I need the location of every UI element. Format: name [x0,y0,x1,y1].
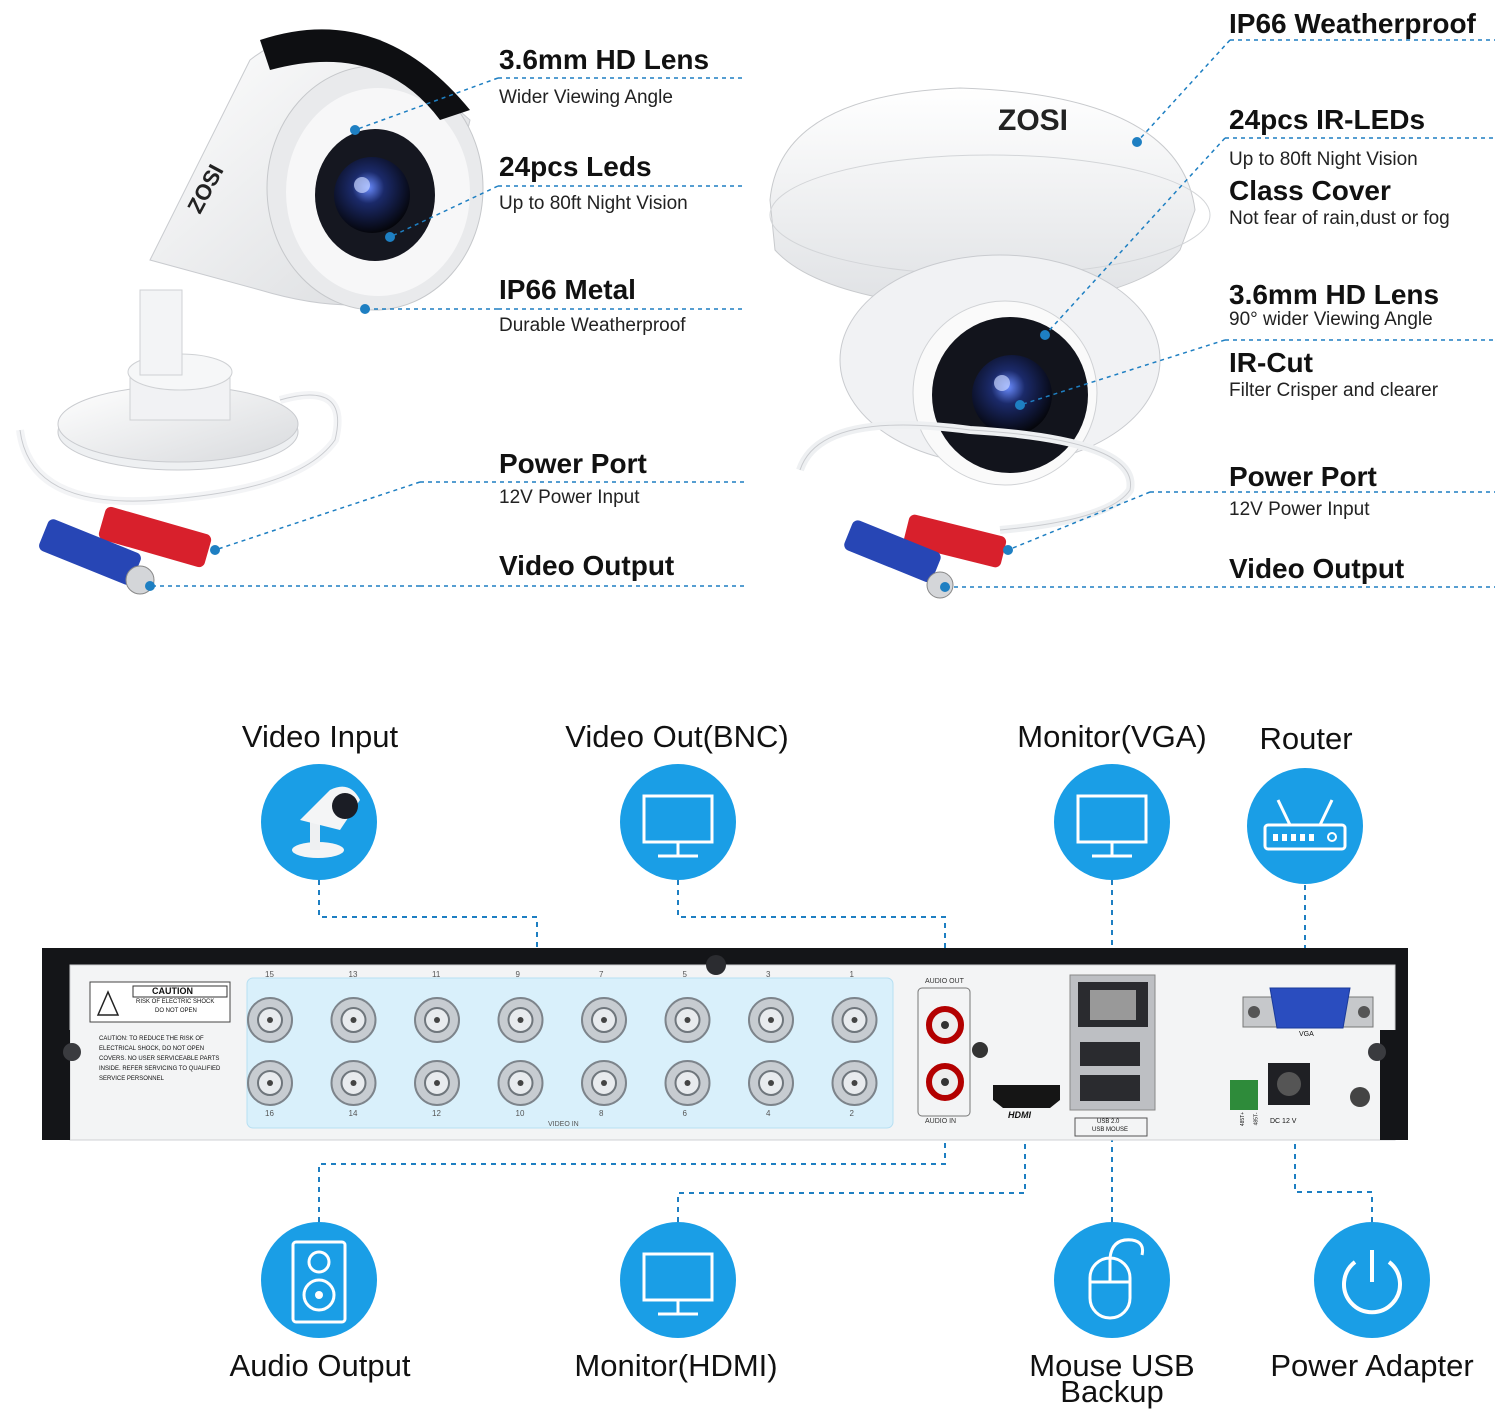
bnc-connector-pin [601,1080,607,1086]
mouse-icon [1054,1222,1170,1338]
dc-label: DC 12 V [1270,1118,1297,1125]
bnc-channel-number: 6 [682,1109,687,1118]
callout-lines [150,39,1495,588]
bnc-connector-pin [267,1017,273,1023]
label-backup: Backup [1060,1374,1164,1409]
dome-irled-title: 24pcs IR-LEDs [1229,104,1426,135]
bnc-channel-number: 14 [348,1109,358,1118]
dome-lens-subtitle: 90° wider Viewing Angle [1229,309,1433,330]
caution-text: CAUTION: TO REDUCE THE RISK OF ELECTRICA… [99,1034,244,1084]
bullet-power-subtitle: 12V Power Input [499,487,640,508]
label-audio-output: Audio Output [229,1348,411,1383]
bnc-connector-pin [350,1017,357,1023]
bnc-channel-number: 9 [515,970,520,979]
rs485-minus-label: 485T- [1253,1112,1260,1126]
bnc-connector-pin [434,1080,440,1086]
bullet-leds-subtitle: Up to 80ft Night Vision [499,193,688,214]
dome-power-subtitle: 12V Power Input [1229,499,1370,520]
caution-title: CAUTION [152,986,193,996]
dome-irled-subtitle: Up to 80ft Night Vision [1229,149,1418,170]
dome-brand-logo: ZOSI [998,104,1068,137]
caution-text-line: ELECTRICAL SHOCK, DO NOT OPEN [99,1046,205,1052]
dome-power-title: Power Port [1229,461,1377,492]
video-in-label: VIDEO IN [548,1121,579,1128]
bnc-channel-number: 16 [265,1109,274,1118]
speaker-icon [261,1222,377,1338]
label-monitor-hdmi: Monitor(HDMI) [574,1348,778,1383]
hdmi-label: HDMI [1008,1110,1031,1120]
dome-cover-title: Class Cover [1229,175,1391,206]
bullet-camera: ZOSI [16,29,484,595]
caution-text-line: INSIDE. REFER SERVICING TO QUALIFIED [99,1066,221,1072]
bullet-metal-subtitle: Durable Weatherproof [499,315,686,336]
label-router: Router [1259,721,1353,756]
bullet-lens-subtitle: Wider Viewing Angle [499,87,673,108]
bnc-connector-pin [684,1080,691,1086]
bnc-connector-pin [768,1017,774,1023]
bnc-channel-number: 3 [766,970,771,979]
bnc-channel-number: 5 [682,970,687,979]
bnc-connector-pin [517,1017,524,1023]
bnc-connector-pin [267,1080,273,1086]
video-input-icon [261,764,377,880]
usb-label-1: USB 2.0 [1097,1119,1120,1125]
dvr-back-panel [42,948,1408,1141]
bnc-connector-pin [350,1080,357,1086]
bullet-leds-title: 24pcs Leds [499,151,652,182]
caution-text-line: COVERS. NO USER SERVICEABLE PARTS [99,1056,220,1062]
bullet-power-title: Power Port [499,448,647,479]
bnc-connector-pin [684,1017,691,1023]
label-monitor-vga: Monitor(VGA) [1017,719,1207,754]
monitor-hdmi-icon [620,1222,736,1338]
bullet-lens-title: 3.6mm HD Lens [499,44,710,75]
dome-ircut-subtitle: Filter Crisper and clearer [1229,380,1439,401]
bnc-channel-number: 8 [599,1109,604,1118]
bnc-channel-number: 12 [432,1109,441,1118]
bullet-metal-title: IP66 Metal [499,274,636,305]
bnc-connector-pin [601,1017,607,1023]
label-video-out-bnc: Video Out(BNC) [565,719,789,754]
dome-lens-title: 3.6mm HD Lens [1229,279,1440,310]
bullet-video-title: Video Output [499,550,675,581]
bnc-channel-number: 7 [599,970,604,979]
bnc-connectors [247,997,878,1106]
bnc-channel-number: 2 [849,1109,854,1118]
caution-line2: DO NOT OPEN [155,1008,197,1014]
caution-line1: RISK OF ELECTRIC SHOCK [136,999,215,1005]
dome-video-title: Video Output [1229,553,1405,584]
dome-camera: ZOSI [769,87,1211,599]
dome-weather-title: IP66 Weatherproof [1229,8,1476,39]
bnc-channel-number: 15 [265,970,274,979]
caution-text-line: SERVICE PERSONNEL [99,1076,164,1082]
router-icon [1247,768,1363,884]
bnc-channel-number: 1 [849,970,854,979]
audio-in-label: AUDIO IN [925,1118,957,1125]
bnc-channel-number: 11 [432,970,441,979]
audio-out-label: AUDIO OUT [925,978,964,985]
bnc-connector-pin [517,1080,524,1086]
rs485-plus-label: 485T+ [1240,1111,1247,1127]
dome-cover-subtitle: Not fear of rain,dust or fog [1229,208,1450,229]
dome-ircut-title: IR-Cut [1229,347,1313,378]
callout-dots [145,125,1142,592]
bnc-connector-pin [851,1080,858,1086]
monitor-vga-icon [1054,764,1170,880]
power-icon [1314,1222,1430,1338]
label-mouse-usb: Mouse USB [1029,1348,1195,1383]
label-video-input: Video Input [241,719,399,754]
bnc-channel-number: 10 [515,1109,525,1118]
usb-label-2: USB MOUSE [1092,1127,1129,1133]
monitor-bnc-icon [620,764,736,880]
caution-text-line: CAUTION: TO REDUCE THE RISK OF [99,1036,204,1042]
bnc-channel-number: 4 [766,1109,771,1118]
bnc-connector-pin [768,1080,774,1086]
label-power-adapter: Power Adapter [1270,1348,1474,1383]
bnc-connector-pin [851,1017,858,1023]
bnc-connector-pin [434,1017,440,1023]
vga-label: VGA [1299,1031,1314,1038]
bnc-channel-number: 13 [348,970,358,979]
